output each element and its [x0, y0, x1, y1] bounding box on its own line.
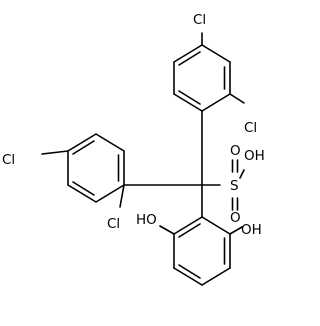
- sulfonic-acid-bonds: [231, 159, 245, 211]
- atom-label-oxygen-lower: O: [230, 210, 241, 226]
- structure-canvas: Cl Cl Cl Cl OH S O O HO OH: [2, 12, 265, 286]
- substituent-bonds: [41, 32, 245, 235]
- atom-label-ho-left: HO: [136, 212, 157, 228]
- molecule-diagram: Cl Cl Cl Cl OH S O O HO OH: [2, 12, 265, 286]
- atom-label-oh-sulfonic: OH: [244, 148, 265, 164]
- atom-label-oxygen-upper: O: [230, 143, 241, 159]
- atom-label-cl-top: Cl: [193, 12, 206, 28]
- ring-dihydroxyphenyl: [173, 216, 231, 286]
- atom-label-cl-mid: Cl: [107, 216, 120, 232]
- atom-label-cl-right: Cl: [244, 120, 257, 136]
- ring-left-dichlorophenyl: [67, 133, 125, 203]
- ring-upper-dichlorophenyl: [173, 44, 231, 112]
- atom-label-oh-right: OH: [241, 222, 262, 238]
- central-carbon-bonds: [123, 110, 221, 218]
- atom-label-sulfur: S: [230, 178, 239, 194]
- atom-label-cl-left: Cl: [2, 152, 15, 168]
